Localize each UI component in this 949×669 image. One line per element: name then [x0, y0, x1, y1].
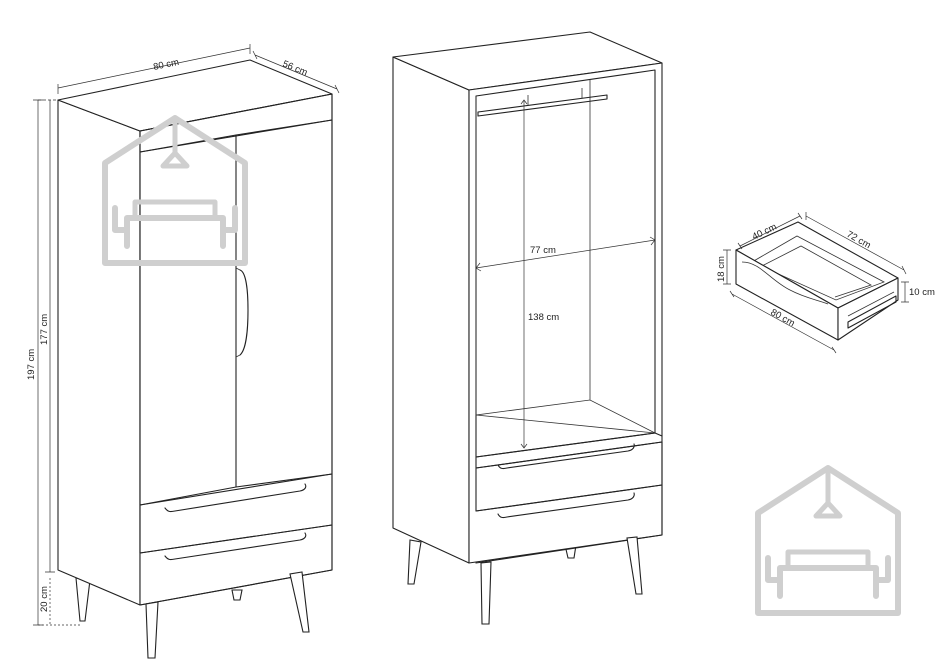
open-leg-side: [407, 539, 422, 585]
back-leg-left: [75, 577, 91, 622]
open-lower-drawer: [475, 484, 663, 564]
drawer-width-inner-label: 72 cm: [845, 229, 873, 251]
open-side-panel: [392, 56, 470, 564]
drawer-inner-height-label: 10 cm: [909, 287, 935, 298]
total-height-label: 197 cm: [26, 349, 37, 380]
closed-wardrobe-view: [57, 59, 333, 659]
body-height-label: 177 cm: [39, 314, 50, 345]
interior-dimensions: 77 cm 138 cm: [475, 99, 656, 449]
drawer-inner-tray: [751, 235, 885, 301]
hanging-rail: [477, 94, 608, 117]
leg-height-label: 20 cm: [39, 586, 50, 612]
interior-height-label: 138 cm: [528, 312, 559, 323]
lower-drawer-handle: [164, 532, 307, 561]
drawer-runner: [847, 295, 897, 329]
back-leg-right: [231, 589, 243, 601]
open-front-frame: [468, 62, 663, 564]
interior-width-label: 77 cm: [530, 245, 556, 256]
front-leg-right: [289, 571, 310, 633]
wardrobe-side-panel: [57, 99, 141, 606]
house-sofa-logo-icon: [755, 465, 901, 616]
upper-drawer-handle: [164, 483, 307, 513]
drawer-height-label: 18 cm: [716, 256, 727, 282]
house-sofa-logo-icon: [102, 115, 248, 266]
drawer-detail-view: [735, 221, 899, 341]
open-leg-front-right: [626, 536, 643, 595]
open-upper-handle: [497, 443, 635, 470]
lower-drawer-front: [139, 524, 333, 606]
open-wardrobe-view: [392, 31, 663, 625]
drawer-side: [837, 277, 899, 341]
open-leg-front-left: [480, 561, 492, 625]
door-handle: [239, 269, 249, 356]
width-label: 80 cm: [152, 57, 180, 73]
front-leg-left: [145, 601, 159, 659]
right-door: [235, 119, 333, 488]
open-lower-handle: [497, 492, 635, 519]
